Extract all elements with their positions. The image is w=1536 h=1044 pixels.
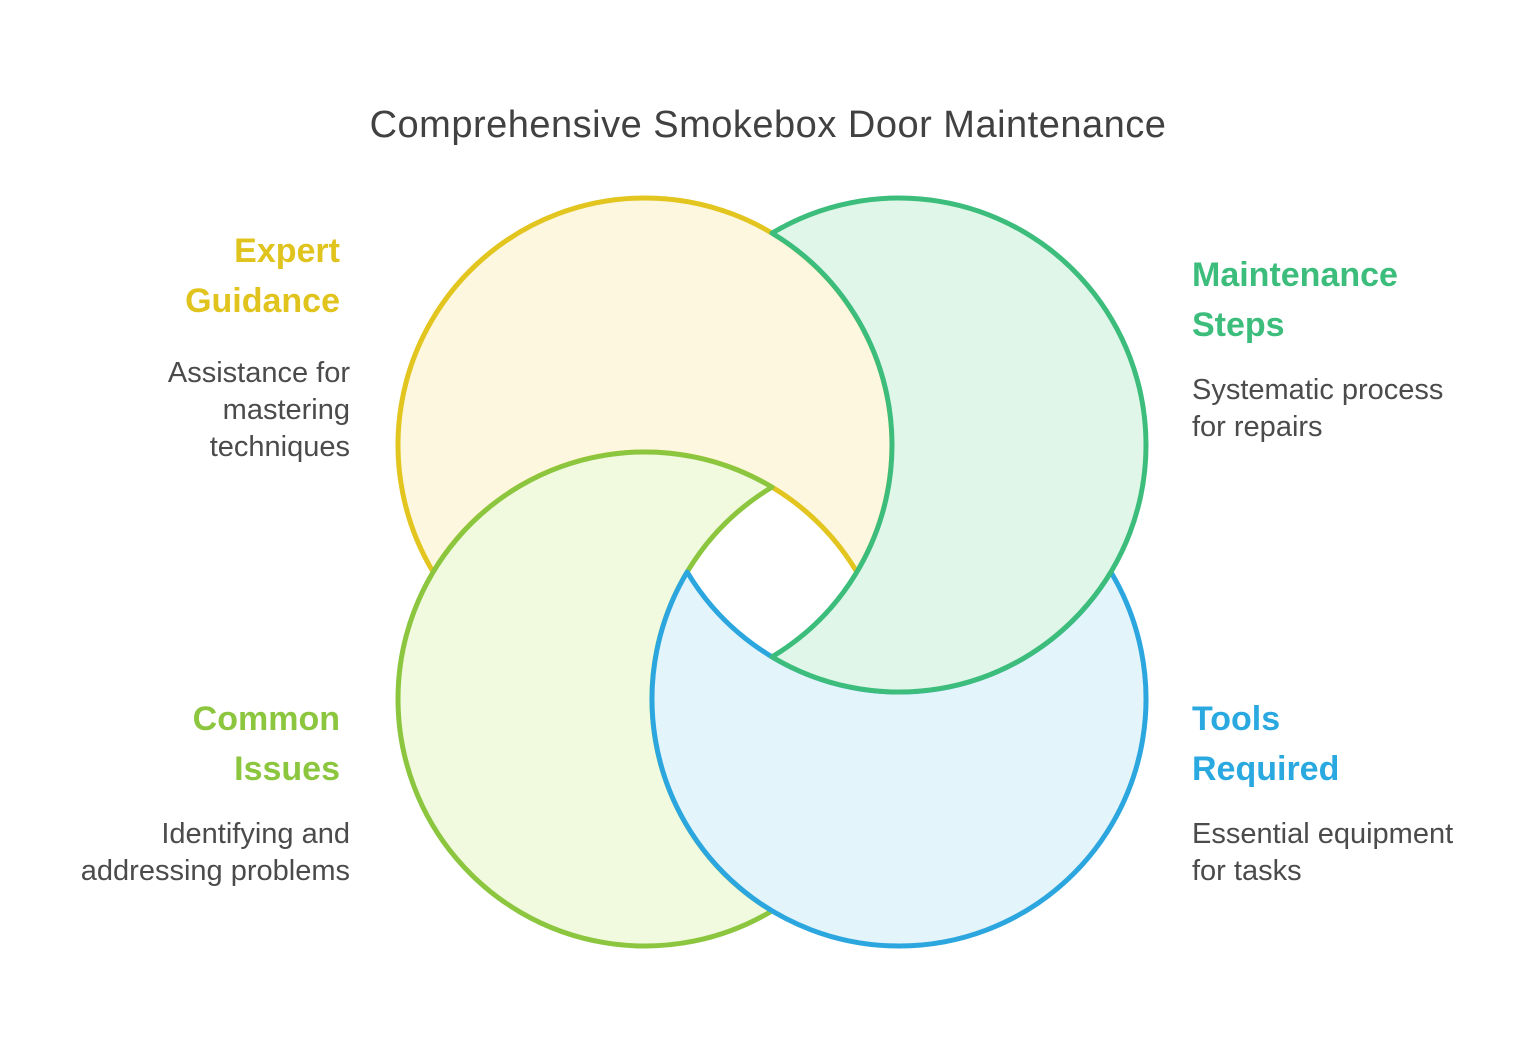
expert-guidance-description: Assistance for mastering techniques (167, 357, 350, 463)
maintenance-steps-description: Systematic process for repairs (1192, 374, 1444, 443)
expert-guidance-heading: Expert Guidance (185, 232, 340, 320)
tools-required-description: Essential equipment for tasks (1192, 818, 1454, 887)
common-issues-heading: Common Issues (192, 700, 340, 788)
common-issues-description: Identifying and addressing problems (80, 818, 350, 887)
page-title: Comprehensive Smokebox Door Maintenance (369, 104, 1167, 146)
maintenance-steps-heading: Maintenance Steps (1192, 256, 1398, 344)
maintenance-steps-crescent (769, 195, 1149, 695)
tools-required-heading: Tools Required (1192, 700, 1340, 788)
